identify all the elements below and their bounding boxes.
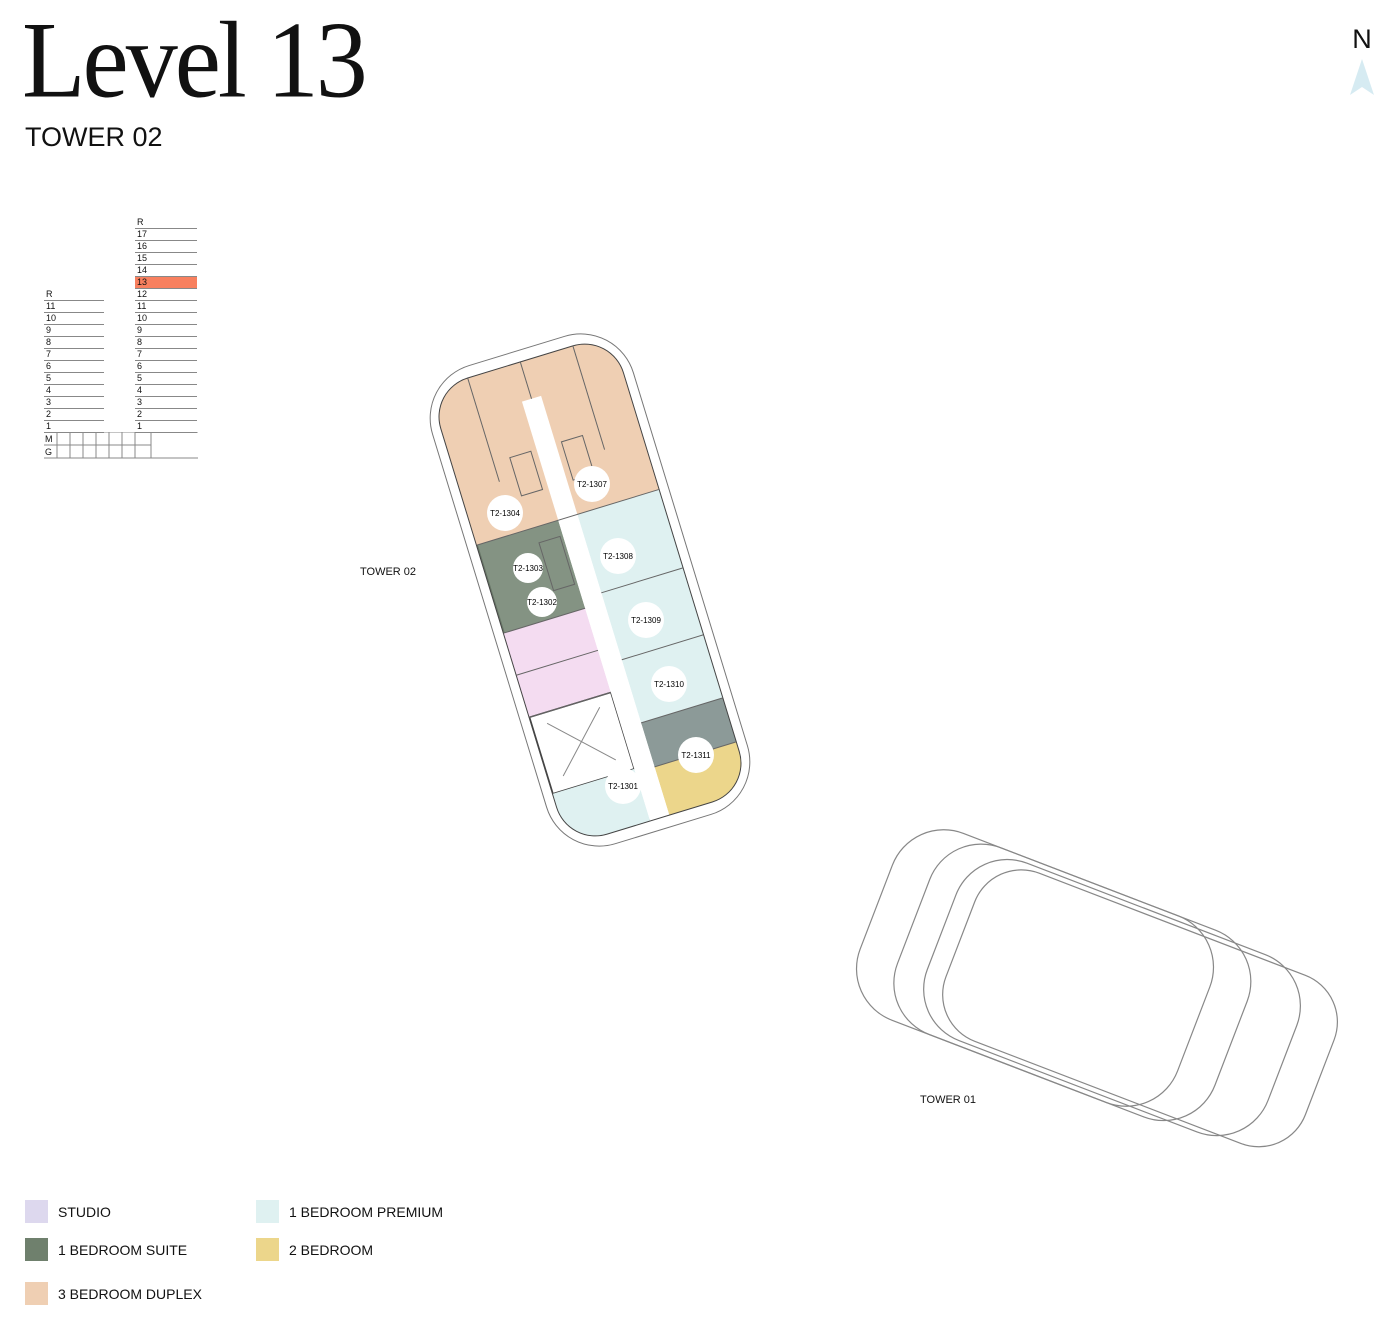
legend-studio: STUDIO (25, 1200, 111, 1223)
legend-1br-premium: 1 BEDROOM PREMIUM (256, 1200, 443, 1223)
floor-label-m: M (45, 434, 53, 444)
unit-T2-1309-area (621, 634, 723, 723)
corridor (521, 395, 670, 821)
floor-row[interactable]: 8 (44, 337, 104, 349)
unit-marker[interactable] (600, 538, 636, 574)
unit-marker[interactable] (605, 768, 641, 804)
floor-row[interactable]: 4 (135, 385, 197, 397)
unit-T2-1310-area (641, 698, 736, 767)
floor-row[interactable]: 9 (44, 325, 104, 337)
unit-marker[interactable] (651, 666, 687, 702)
legend-3br-duplex: 3 BEDROOM DUPLEX (25, 1282, 202, 1305)
legend-swatch (25, 1238, 48, 1261)
floor-row[interactable]: 5 (44, 373, 104, 385)
north-arrow-icon (1350, 59, 1374, 95)
unit-marker[interactable] (527, 587, 557, 617)
floor-row[interactable]: 2 (44, 409, 104, 421)
legend-swatch (256, 1200, 279, 1223)
unit-marker[interactable] (574, 466, 610, 502)
legend-label: 3 BEDROOM DUPLEX (58, 1285, 202, 1302)
unit-T2-1304-area (476, 520, 586, 634)
floor-row[interactable]: 11 (135, 301, 197, 313)
unit-label[interactable]: T2-1308 (603, 552, 633, 561)
legend-label: STUDIO (58, 1203, 111, 1220)
unit-T2-1303-area (503, 608, 598, 676)
floor-row[interactable]: 15 (135, 253, 197, 265)
unit-label[interactable]: T2-1301 (608, 782, 638, 791)
floor-row[interactable]: 10 (44, 313, 104, 325)
unit-label[interactable]: T2-1307 (577, 480, 607, 489)
unit-marker[interactable] (678, 737, 714, 773)
north-indicator: N (1346, 24, 1378, 100)
unit-marker[interactable] (513, 553, 543, 583)
tower01-outline (855, 829, 1338, 1148)
floor-row[interactable]: 2 (135, 409, 197, 421)
legend-swatch (256, 1238, 279, 1261)
tower-subtitle: TOWER 02 (25, 122, 163, 152)
unit-label[interactable]: T2-1309 (631, 616, 661, 625)
floor-row[interactable]: 14 (135, 265, 197, 277)
tower02-label: TOWER 02 (360, 566, 417, 578)
floor-row[interactable]: 17 (135, 229, 197, 241)
unit-duplex (439, 344, 659, 546)
podium-grid (44, 432, 198, 459)
floor-row[interactable]: 10 (135, 313, 197, 325)
tower01-label: TOWER 01 (920, 1094, 977, 1106)
floor-row[interactable]: 6 (135, 361, 197, 373)
page-title: Level 13 (22, 0, 368, 121)
floor-row[interactable]: 3 (44, 397, 104, 409)
floor-row[interactable]: 6 (44, 361, 104, 373)
legend-label: 1 BEDROOM PREMIUM (289, 1203, 444, 1220)
unit-T2-1302-area (516, 650, 611, 718)
unit-T2-1307-area (577, 489, 683, 593)
floor-row[interactable]: 4 (44, 385, 104, 397)
core (528, 691, 636, 795)
floor-row[interactable]: 5 (135, 373, 197, 385)
floor-row[interactable]: 9 (135, 325, 197, 337)
floor-row[interactable]: R (44, 289, 104, 301)
legend-label: 2 BEDROOM (289, 1241, 374, 1258)
floor-row[interactable]: 3 (135, 397, 197, 409)
floor-label-g: G (45, 447, 53, 457)
legend-swatch (25, 1200, 48, 1223)
floor-row[interactable]: 7 (135, 349, 197, 361)
legend-1br-suite: 1 BEDROOM SUITE (25, 1238, 187, 1261)
floor-row[interactable]: 16 (135, 241, 197, 253)
floor-row[interactable]: 13 (135, 277, 197, 289)
unit-T2-1311-area (654, 742, 741, 815)
floor-row[interactable]: 8 (135, 337, 197, 349)
unit-T2-1301-area (552, 768, 651, 836)
unit-label[interactable]: T2-1304 (490, 509, 520, 518)
legend-label: 1 BEDROOM SUITE (58, 1241, 188, 1258)
floor-row[interactable]: 7 (44, 349, 104, 361)
unit-T2-1308-area (601, 567, 704, 660)
floor-row[interactable]: R (135, 217, 197, 229)
north-label: N (1352, 24, 1372, 54)
unit-label[interactable]: T2-1311 (681, 751, 711, 760)
unit-marker[interactable] (628, 602, 664, 638)
floor-row[interactable]: 12 (135, 289, 197, 301)
floor-row[interactable]: 11 (44, 301, 104, 313)
legend-swatch (25, 1282, 48, 1305)
legend-2br: 2 BEDROOM (256, 1238, 373, 1261)
unit-label[interactable]: T2-1303 (513, 564, 543, 573)
tower02-floorplan (429, 333, 751, 847)
unit-label[interactable]: T2-1310 (654, 680, 684, 689)
unit-marker[interactable] (487, 495, 523, 531)
unit-label[interactable]: T2-1302 (527, 598, 557, 607)
